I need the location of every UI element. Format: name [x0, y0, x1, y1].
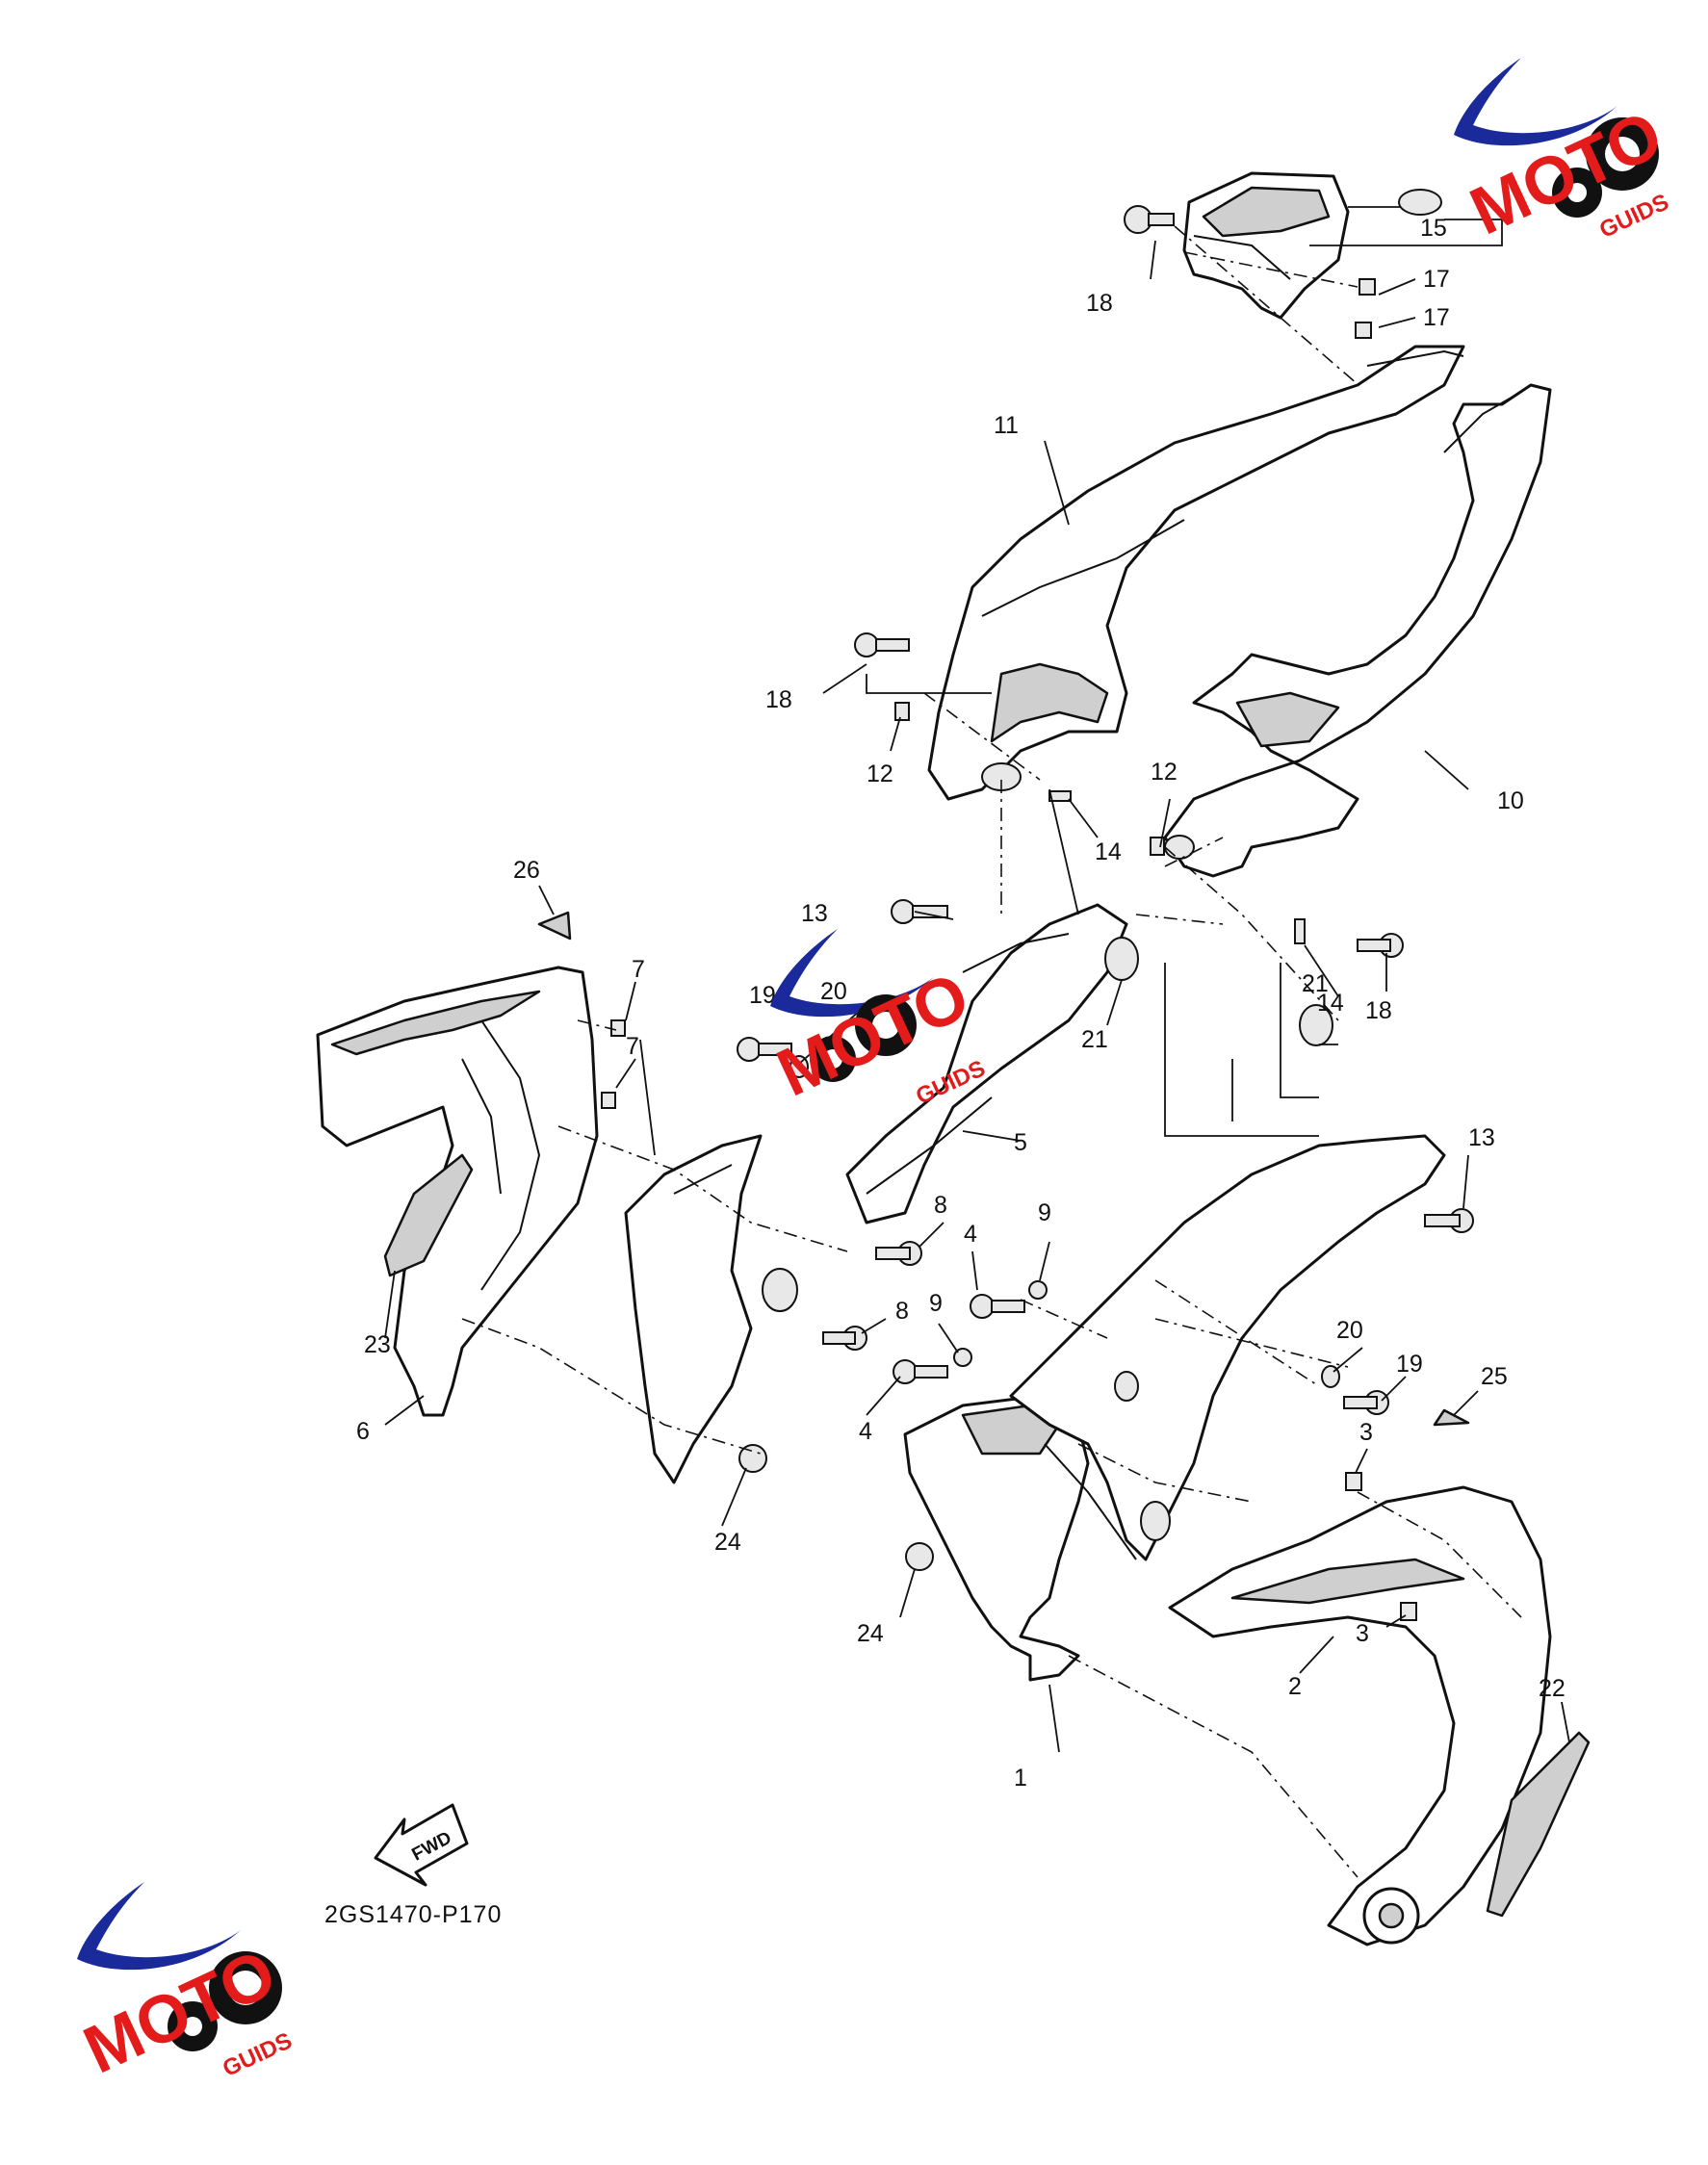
side-cover-part-2	[1168, 1485, 1552, 1946]
callout-4: 4	[964, 1221, 977, 1248]
callout-7: 7	[626, 1033, 639, 1060]
grommet-part-21	[1104, 937, 1333, 1046]
callout-13: 13	[801, 900, 828, 927]
callout-4: 4	[859, 1418, 872, 1445]
callout-3: 3	[1359, 1419, 1373, 1446]
callout-9: 9	[929, 1290, 943, 1317]
callout-25: 25	[1481, 1363, 1508, 1390]
clip-part-7	[601, 1019, 626, 1109]
callout-24: 24	[714, 1529, 741, 1556]
label-part-25	[1433, 1408, 1470, 1427]
bolt-part-4	[893, 1294, 1025, 1384]
tail-cover-part-15	[1182, 171, 1442, 320]
callout-10: 10	[1497, 787, 1524, 814]
bolt-part-19	[737, 1037, 1389, 1415]
callout-2: 2	[1288, 1673, 1302, 1700]
moto-guids-logo-center: MOTO GUIDS	[766, 929, 990, 1111]
label-part-26	[537, 911, 572, 941]
nut-part-9	[953, 1280, 1048, 1367]
grommet-part-24	[738, 1444, 934, 1571]
callout-5: 5	[1014, 1129, 1027, 1156]
moto-guids-logo-top-right: MOTO GUIDS	[1454, 58, 1673, 249]
part-diagram-code: 2GS1470-P170	[324, 1901, 502, 1928]
callout-14: 14	[1095, 838, 1122, 865]
callout-24: 24	[857, 1620, 884, 1647]
callout-3: 3	[1356, 1620, 1369, 1647]
callout-8: 8	[934, 1192, 947, 1219]
emblem-part-22	[1486, 1731, 1591, 1918]
callout-23: 23	[364, 1331, 391, 1358]
callout-21: 21	[1302, 970, 1329, 997]
bolt-part-14	[1048, 790, 1306, 944]
assembly-lines	[461, 674, 1522, 1878]
side-cover-part-mid	[624, 1134, 798, 1484]
duct-cover-part-1	[903, 1394, 1137, 1682]
emblem-part-23	[383, 1153, 474, 1277]
callout-11: 11	[994, 412, 1019, 439]
callout-6: 6	[356, 1418, 370, 1445]
callout-9: 9	[1038, 1199, 1051, 1226]
frame-cover-center	[1009, 1134, 1446, 1561]
callout-17: 17	[1423, 304, 1450, 331]
svg-text:GUIDS: GUIDS	[219, 2027, 296, 2082]
fwd-arrow: FWD	[374, 1803, 469, 1887]
callout-14: 14	[1317, 990, 1344, 1017]
nut-part-17	[1355, 278, 1376, 339]
clip-part-3	[1345, 1472, 1417, 1621]
callout-13: 13	[1468, 1124, 1495, 1151]
bolt-part-13	[891, 899, 1474, 1233]
callout-12: 12	[1151, 759, 1177, 786]
callout-7: 7	[632, 956, 645, 983]
callout-8: 8	[895, 1298, 909, 1325]
callout-19: 19	[1396, 1351, 1423, 1378]
callout-20: 20	[820, 978, 847, 1005]
callout-17: 17	[1423, 266, 1450, 293]
callout-18: 18	[1086, 290, 1113, 317]
callout-1: 1	[1014, 1765, 1027, 1791]
moto-guids-logo-bottom-left: MOTO GUIDS	[73, 1882, 297, 2088]
callout-22: 22	[1539, 1675, 1566, 1702]
svg-text:GUIDS: GUIDS	[1595, 189, 1672, 244]
bolt-part-18	[854, 632, 1404, 958]
side-cover-part-11	[927, 345, 1465, 801]
callout-20: 20	[1336, 1317, 1363, 1344]
callout-15: 15	[1420, 215, 1447, 242]
bolt-part-18-top	[1124, 205, 1175, 234]
callout-18: 18	[1365, 997, 1392, 1024]
callout-26: 26	[513, 857, 540, 884]
callout-12: 12	[867, 760, 893, 787]
callouts: 1 2 3 3 4 4 5 6 7 7 8 8 9 9 10 11 12 12 …	[356, 215, 1566, 1791]
bolt-part-8	[822, 1241, 922, 1351]
callout-18: 18	[765, 686, 792, 713]
callout-21: 21	[1081, 1026, 1108, 1053]
